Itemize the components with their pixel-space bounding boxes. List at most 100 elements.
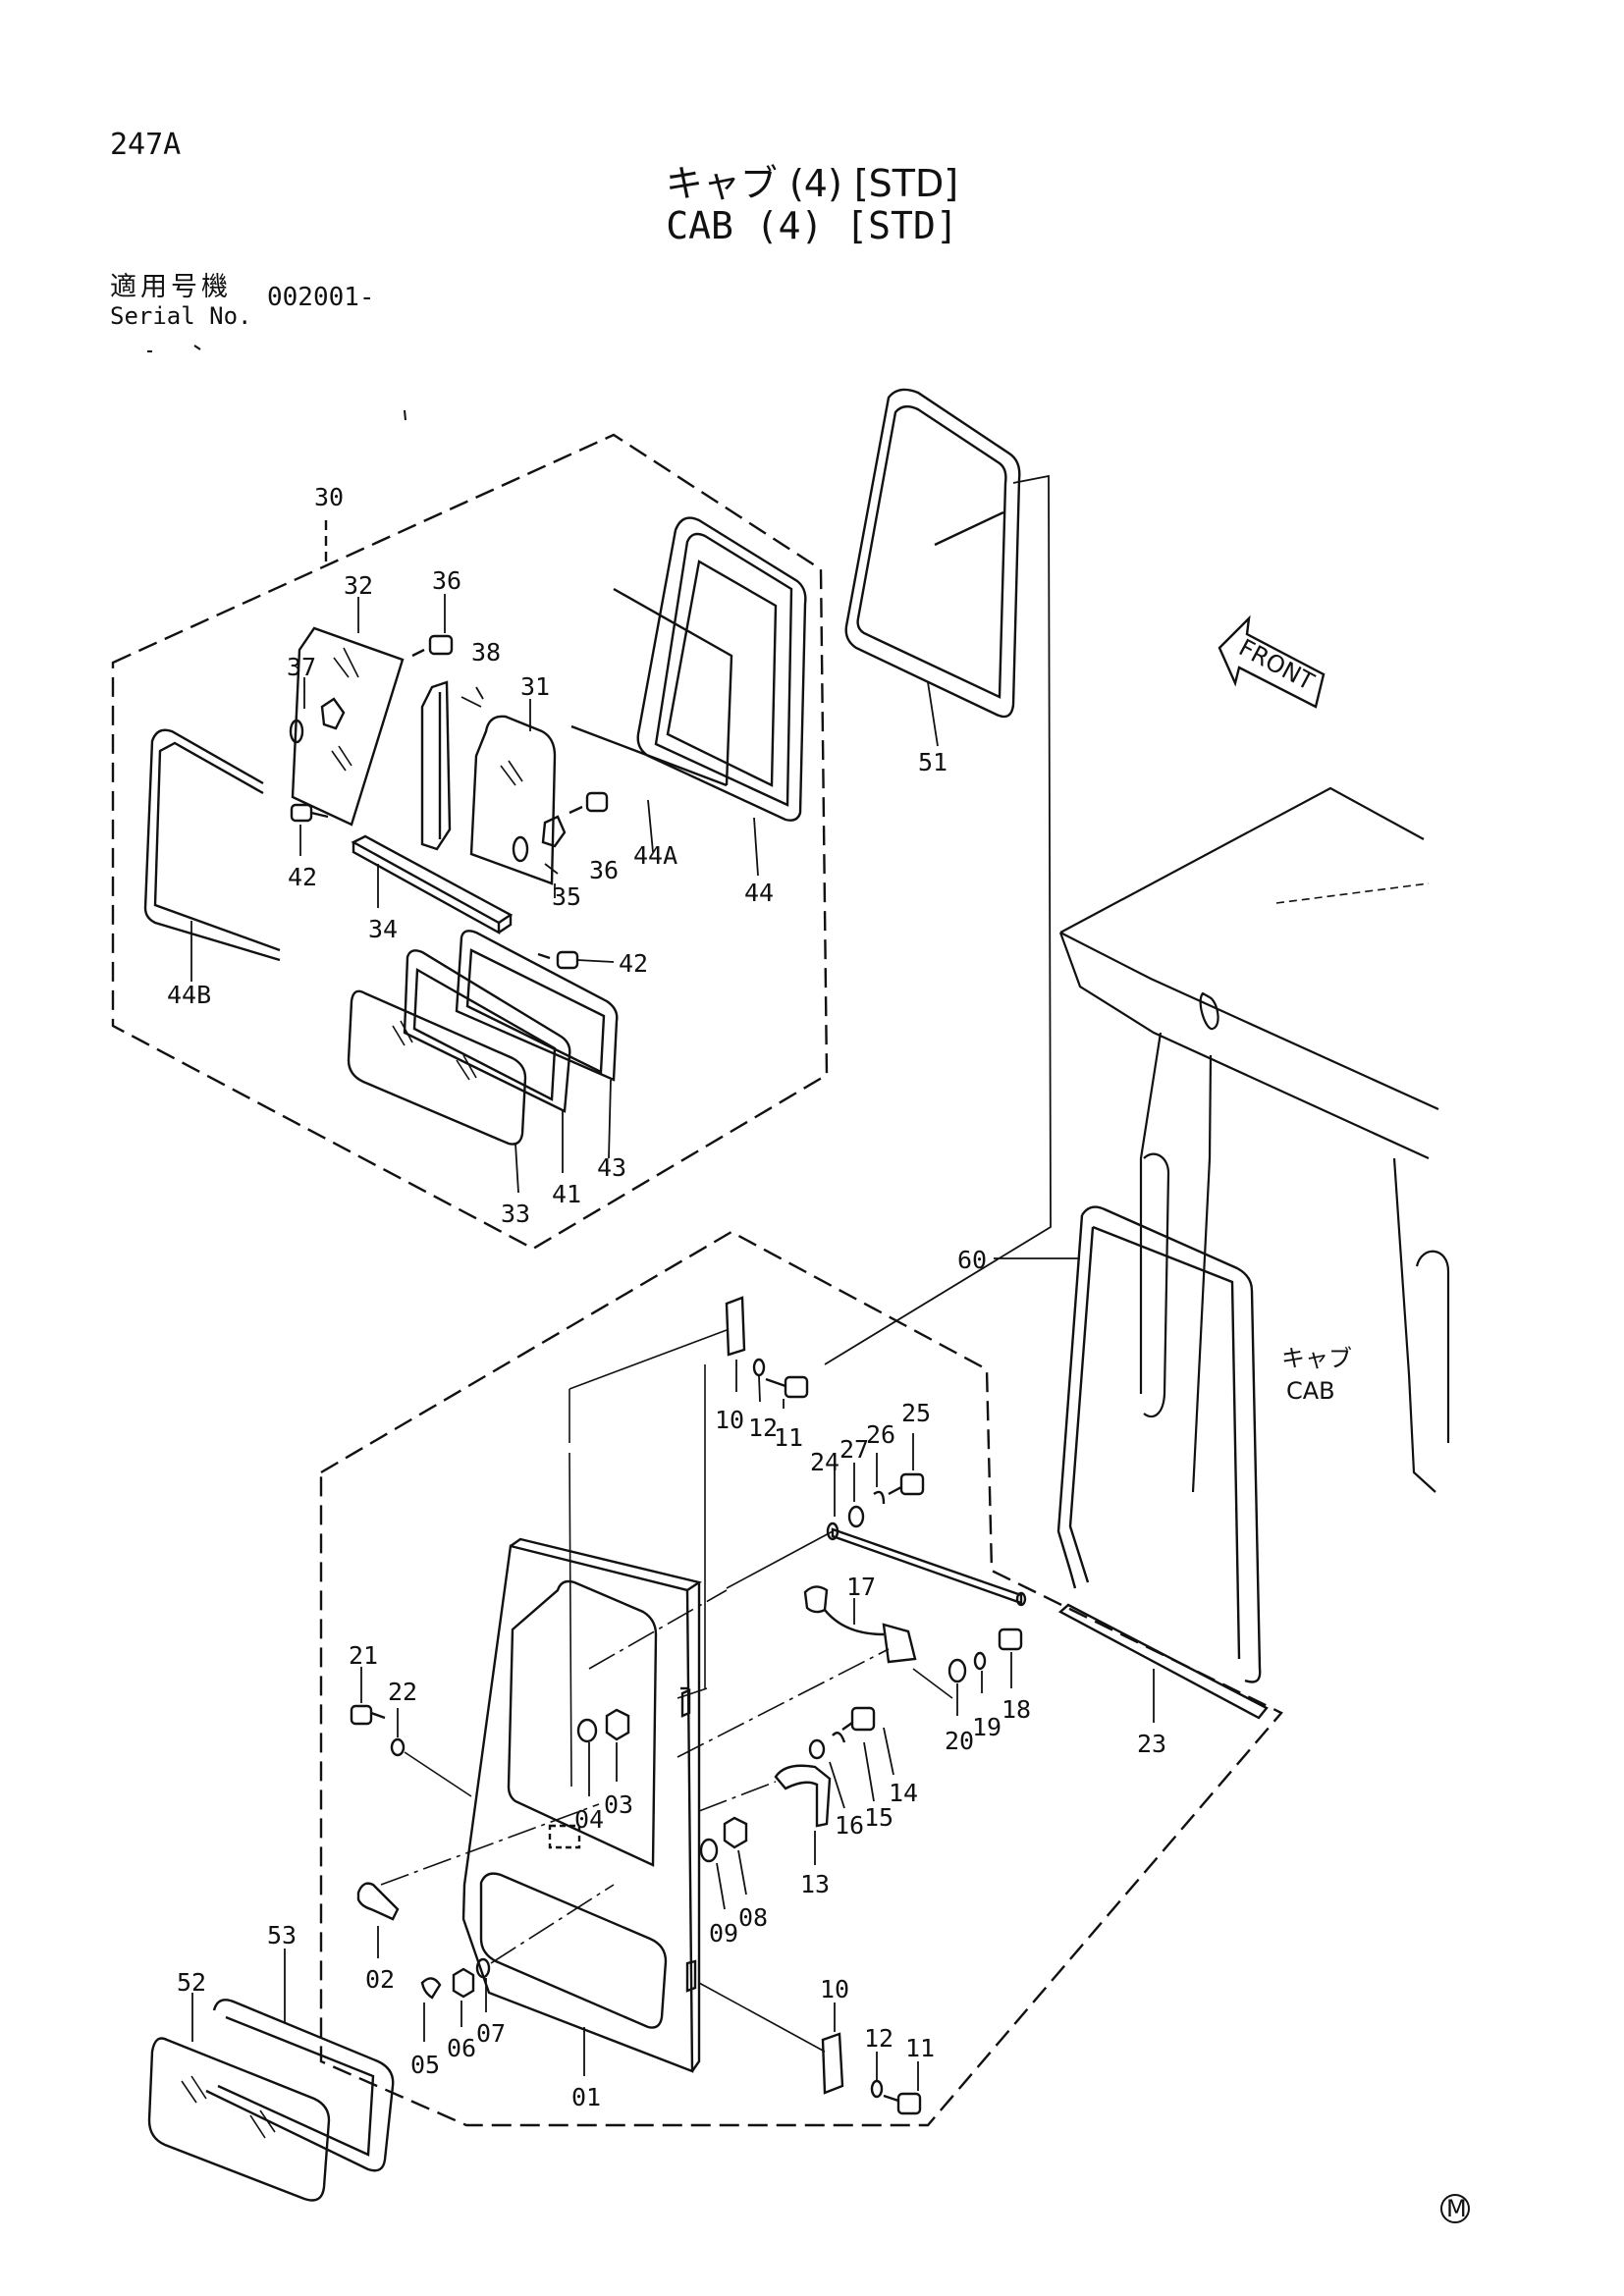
label-60: 60 xyxy=(957,1246,987,1274)
label-38: 38 xyxy=(471,638,501,667)
part-07-washer xyxy=(475,1957,491,2012)
label-52: 52 xyxy=(177,1968,206,1997)
part-20-washer xyxy=(947,1658,967,1716)
label-07: 07 xyxy=(476,2019,506,2048)
part-08-nut xyxy=(723,1816,748,1896)
part-43-seal xyxy=(455,930,619,1159)
part-05-clip xyxy=(420,1977,442,2042)
label-17: 17 xyxy=(846,1573,876,1601)
part-13-bracket xyxy=(774,1764,832,1865)
part-37-latch xyxy=(289,677,346,744)
label-19: 19 xyxy=(972,1713,1001,1741)
label-10-b: 10 xyxy=(820,1975,849,2003)
part-10-hinge-upper xyxy=(725,1296,746,1392)
label-32: 32 xyxy=(344,571,373,600)
label-11-b: 11 xyxy=(905,2034,935,2062)
label-51: 51 xyxy=(918,748,947,776)
part-11-bolt-lower xyxy=(883,2061,922,2115)
label-18: 18 xyxy=(1001,1695,1031,1724)
label-42-b: 42 xyxy=(619,949,648,978)
part-41-seal xyxy=(403,949,571,1173)
label-44a: 44A xyxy=(633,841,677,870)
part-14-bolt xyxy=(841,1706,894,1776)
serial-label-japanese: 適用号機 xyxy=(110,272,232,302)
door-group-boundary xyxy=(319,1230,1283,2127)
label-42-a: 42 xyxy=(288,863,317,891)
label-27: 27 xyxy=(839,1435,869,1464)
label-13: 13 xyxy=(800,1870,830,1898)
label-15: 15 xyxy=(864,1803,893,1832)
label-31: 31 xyxy=(520,672,550,701)
part-36-bolt xyxy=(411,594,454,658)
cab-label-japanese: キャブ xyxy=(1281,1345,1352,1372)
label-25: 25 xyxy=(901,1399,931,1427)
part-53-seal xyxy=(205,1949,395,2172)
label-22: 22 xyxy=(388,1678,417,1706)
part-06-nut xyxy=(452,1967,475,2027)
label-30: 30 xyxy=(314,483,344,511)
label-10-a: 10 xyxy=(715,1406,744,1434)
label-24: 24 xyxy=(810,1448,839,1476)
label-09: 09 xyxy=(709,1919,738,1948)
label-35: 35 xyxy=(552,882,581,911)
label-36-a: 36 xyxy=(432,566,461,595)
label-36-b: 36 xyxy=(589,856,619,884)
title-japanese: キャブ (4) [STD] xyxy=(665,162,959,205)
part-17-lamp xyxy=(803,1585,953,1699)
part-33-glass xyxy=(347,989,527,1194)
part-27-washer xyxy=(847,1463,865,1528)
part-26-washer xyxy=(873,1453,886,1505)
label-04: 04 xyxy=(574,1805,604,1834)
part-34-rail xyxy=(351,834,514,935)
serial-label-english: Serial No. xyxy=(110,302,252,330)
part-02-striker xyxy=(356,1882,400,1958)
part-23-seal-strip xyxy=(1057,1603,1269,1723)
part-22-washer xyxy=(390,1708,472,1797)
cab-label-english: CAB xyxy=(1286,1377,1335,1405)
part-42-bolt-lower xyxy=(537,950,615,970)
serial-number-value: 002001- xyxy=(267,283,375,312)
part-16-washer xyxy=(808,1738,845,1809)
label-37: 37 xyxy=(287,653,316,681)
part-03-nut xyxy=(605,1708,630,1782)
label-12-a: 12 xyxy=(748,1414,778,1442)
mark-label: M xyxy=(1446,2195,1467,2222)
label-08: 08 xyxy=(738,1903,768,1932)
part-51-window-seal xyxy=(844,388,1021,719)
label-44b: 44B xyxy=(167,981,211,1009)
label-21: 21 xyxy=(349,1641,378,1670)
label-44: 44 xyxy=(744,879,774,907)
label-01: 01 xyxy=(571,2083,601,2111)
label-53: 53 xyxy=(267,1921,297,1949)
part-32-glass xyxy=(291,597,405,827)
part-10-hinge-lower xyxy=(821,2002,844,2095)
part-35-latch xyxy=(512,815,567,898)
label-23: 23 xyxy=(1137,1730,1166,1758)
part-44b-seal xyxy=(143,728,281,982)
part-09-washer xyxy=(699,1838,726,1910)
part-52-glass xyxy=(147,1993,331,2202)
window-group-boundary xyxy=(111,433,829,1251)
part-11-bolt-upper xyxy=(765,1375,809,1409)
label-11-a: 11 xyxy=(774,1423,803,1452)
label-02: 02 xyxy=(365,1965,395,1994)
part-12-washer-lower xyxy=(870,2052,884,2099)
part-44-window-frame xyxy=(570,516,807,877)
part-04-washer xyxy=(576,1718,598,1796)
part-42-bolt-upper xyxy=(290,803,329,856)
label-33: 33 xyxy=(501,1200,530,1228)
part-19-washer xyxy=(973,1651,987,1693)
part-31-glass xyxy=(469,699,557,885)
mark-circle xyxy=(1440,2194,1470,2223)
title-english: CAB (4) [STD] xyxy=(666,204,958,247)
part-24-rod xyxy=(826,1468,1027,1607)
front-direction-arrow xyxy=(1218,614,1326,709)
label-12-b: 12 xyxy=(864,2024,893,2053)
label-41: 41 xyxy=(552,1180,581,1208)
leader-51 xyxy=(824,474,1052,1365)
part-18-bolt xyxy=(998,1628,1023,1688)
label-06: 06 xyxy=(447,2034,476,2062)
part-12-washer-upper xyxy=(752,1358,766,1403)
label-05: 05 xyxy=(410,2051,440,2079)
part-36-bolt-lower xyxy=(568,791,609,815)
